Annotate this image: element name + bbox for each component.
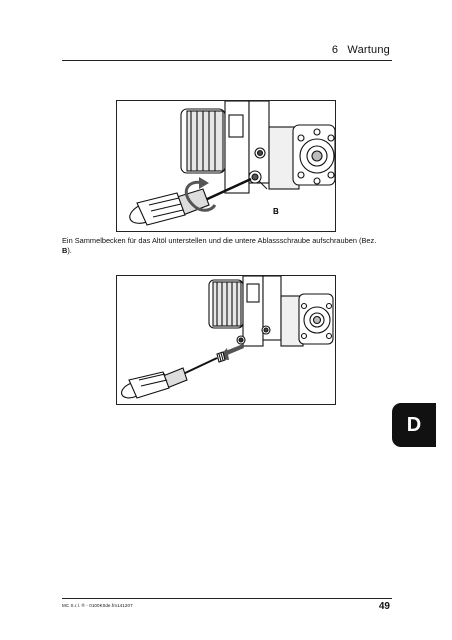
page-number: 49 — [378, 601, 390, 612]
housing-plate — [242, 276, 282, 347]
caption: Ein Sammelbecken für das Altöl unterstel… — [62, 236, 382, 256]
footer-doc-code: MC S.r.l. ® - 0100K0de.fm141207 — [62, 603, 133, 608]
page-header: 6 Wartung — [332, 44, 390, 56]
section-number: 6 — [331, 44, 339, 56]
screwdriver — [129, 177, 252, 226]
gearbox-block — [280, 293, 334, 347]
section-title: Wartung — [347, 44, 390, 56]
figure-label-b: B — [273, 207, 279, 216]
screwdriver-with-plug — [121, 351, 226, 399]
drain-plug — [248, 170, 268, 190]
figure-plug-removed — [116, 275, 336, 405]
chapter-tab: D — [392, 403, 436, 447]
footer-rule — [62, 598, 392, 599]
chapter-tab-letter: D — [406, 413, 422, 436]
rotation-arrow — [184, 177, 217, 212]
illustration-plug-removed — [121, 276, 334, 399]
caption-ref: B — [62, 246, 68, 255]
drain-hole — [236, 335, 246, 345]
housing-plate — [224, 101, 270, 194]
header-rule — [62, 60, 392, 61]
illustration-screwdriver-drain-plug: B — [129, 101, 335, 226]
caption-tail: ). — [67, 246, 72, 255]
motor-ring — [208, 279, 244, 329]
figure-unscrew-drain-plug: B — [116, 100, 336, 232]
gearbox-block — [268, 124, 335, 190]
motor-ring — [180, 108, 226, 174]
caption-text: Ein Sammelbecken für das Altöl unterstel… — [62, 236, 377, 245]
